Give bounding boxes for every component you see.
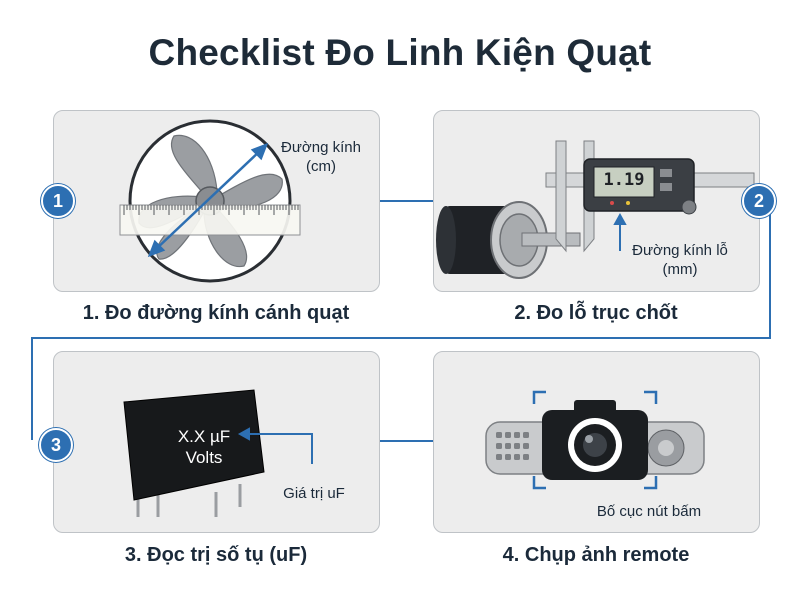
step-4-caption: 4. Chụp ảnh remote — [502, 544, 690, 566]
caliper-icon — [545, 140, 755, 253]
camera-icon — [542, 400, 648, 480]
diameter-arrow — [147, 142, 269, 258]
step-3-annotation: Giá trị uF — [283, 485, 345, 502]
step-2-annotation: Đường kính lỗ (mm) — [632, 242, 728, 278]
remote-illustration — [485, 390, 705, 490]
step-4-annotation: Bố cục nút bấm — [596, 503, 702, 520]
step-1-annotation: Đường kính (cm) — [281, 139, 361, 175]
capacitor-illustration — [123, 389, 313, 517]
capacitor-icon — [123, 389, 265, 517]
step-2-badge: 2 — [742, 184, 776, 218]
step-1-panel: Đường kính (cm) — [53, 110, 380, 292]
step-2-caption: 2. Đo lỗ trục chốt — [514, 302, 678, 324]
step-4-panel: Bố cục nút bấm — [433, 351, 760, 533]
step-2-panel: 1.19 Đường kính lỗ (mm) — [433, 110, 760, 292]
capacitor-label: X.X µF Volts — [177, 427, 231, 467]
hole-pointer — [613, 212, 627, 251]
caliper-reading: 1.19 — [603, 170, 645, 190]
caliper-illustration — [436, 140, 755, 279]
step-1-badge: 1 — [41, 184, 75, 218]
capacitor-pointer — [237, 427, 313, 464]
step-3-caption: 3. Đọc trị số tụ (uF) — [124, 544, 308, 566]
step-3-panel: X.X µF Volts Giá trị uF — [53, 351, 380, 533]
page-title: Checklist Đo Linh Kiện Quạt — [148, 32, 652, 73]
step-1-caption: 1. Đo đường kính cánh quạt — [82, 302, 350, 324]
camera-frame-corners — [532, 390, 658, 490]
ruler-icon — [119, 204, 301, 236]
step-3-badge: 3 — [39, 428, 73, 462]
fan-illustration — [119, 119, 301, 283]
motor-icon — [436, 201, 581, 279]
